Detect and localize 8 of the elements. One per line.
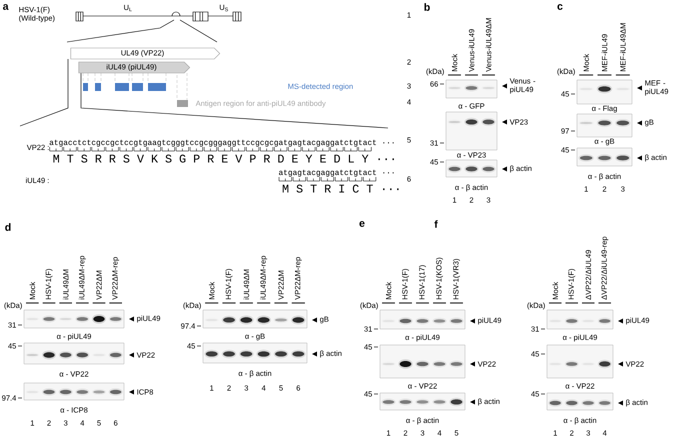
amino-acid-sequence: M S T R I C T ···	[282, 184, 399, 193]
panel-letter: b	[424, 3, 430, 11]
panel-letter: e	[360, 221, 365, 227]
panel-letter: d	[5, 223, 11, 231]
panel-letter: a	[3, 4, 9, 10]
panel-letter: c	[557, 4, 563, 10]
amino-acid-sequence: M T S R R S V K S G P R E V P R D E Y E D L Y ···	[53, 154, 394, 163]
panel-letter: f	[434, 220, 438, 228]
